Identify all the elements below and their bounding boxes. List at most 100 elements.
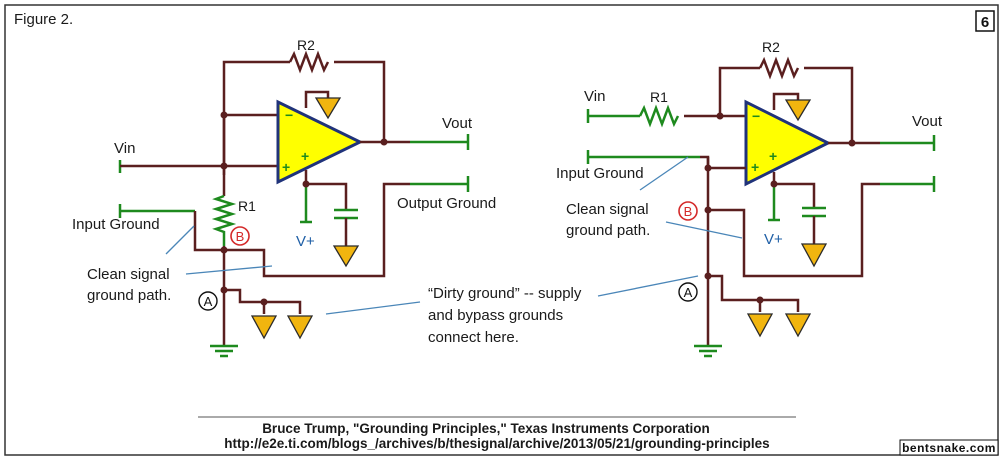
left-opamp-minus: −	[285, 107, 293, 123]
left-feedback-return	[334, 60, 386, 142]
right-bypass-cap	[802, 206, 826, 218]
watermark-box	[899, 439, 999, 456]
right-input-ground-label: Input Ground	[556, 165, 644, 182]
right-bypass-ground-icon	[800, 243, 828, 268]
left-node-dot	[220, 286, 228, 294]
right-vplus-label: V+	[764, 231, 783, 248]
right-circuit: R2 Vin R1 − + + Vout V+ Input Ground	[556, 39, 943, 358]
right-opamp-minus: −	[752, 108, 760, 124]
left-node-dot	[260, 298, 268, 306]
right-node-dot	[704, 206, 712, 214]
left-earth-ground-icon	[210, 344, 238, 358]
right-marker-a	[678, 282, 698, 302]
right-clean-pointer-1	[639, 156, 689, 191]
left-r2-resistor	[288, 50, 330, 74]
left-r1-resistor	[211, 194, 237, 246]
right-clean-pointer-2	[665, 221, 743, 239]
right-marker-a-label: A	[684, 285, 693, 300]
right-dirty-ground-wire	[708, 274, 800, 312]
left-opamp	[276, 99, 364, 185]
left-node-dot	[220, 246, 228, 254]
right-clean-label-line2: ground path.	[566, 222, 650, 239]
right-earth-ground-icon	[694, 344, 722, 358]
left-opamp-top-wire	[304, 90, 330, 108]
right-marker-b	[678, 201, 698, 221]
dirty-ground-note: “Dirty ground” -- supply and bypass grou…	[325, 275, 699, 346]
left-clean-label-line1: Clean signal	[87, 266, 170, 283]
citation-block: Bruce Trump, "Grounding Principles," Tex…	[198, 416, 796, 451]
left-r2-label: R2	[297, 37, 315, 53]
left-input-ground-label: Input Ground	[72, 216, 160, 233]
left-bypass-ground-icon	[332, 245, 360, 268]
left-marker-b	[230, 226, 250, 246]
left-marker-a	[198, 291, 218, 311]
right-node-dot	[704, 164, 712, 172]
left-output-ground-return	[224, 182, 410, 278]
left-marker-b-label: B	[236, 229, 245, 244]
watermark: bentsnake.com	[902, 441, 996, 455]
left-opamp-plus-supply: +	[301, 148, 309, 164]
left-clean-pointer-1	[165, 225, 195, 255]
right-clean-label-line1: Clean signal	[566, 201, 649, 218]
left-node-dot	[220, 111, 228, 119]
right-vin-label: Vin	[584, 88, 605, 105]
citation-line1: Bruce Trump, "Grounding Principles," Tex…	[262, 421, 710, 436]
right-opamp	[744, 99, 832, 187]
left-clean-pointer-2	[185, 265, 273, 275]
right-node-dot	[756, 296, 764, 304]
right-input-ground-terminal	[586, 150, 700, 164]
left-opamp-top-ground-icon	[314, 97, 342, 120]
right-opamp-top-wire	[772, 92, 800, 110]
left-clean-label-line2: ground path.	[87, 287, 171, 304]
right-r1-label: R1	[650, 89, 668, 105]
left-input-ground-terminal	[118, 204, 195, 218]
left-marker-a-label: A	[204, 294, 213, 309]
left-node-dot	[380, 138, 388, 146]
right-output-ground-return	[708, 182, 880, 278]
right-node-dot	[770, 180, 778, 188]
figure-label: Figure 2.	[14, 11, 73, 28]
right-feedback-return	[804, 66, 854, 143]
left-node-dot	[220, 162, 228, 170]
slide-number-box	[975, 10, 995, 32]
left-dirty-ground-wire	[224, 288, 302, 314]
right-node-dot	[716, 112, 724, 120]
left-vin-label: Vin	[114, 140, 135, 157]
right-r2-label: R2	[762, 39, 780, 55]
left-node-dot	[302, 180, 310, 188]
dirty-note-pointer-right	[597, 275, 699, 297]
right-r2-resistor	[758, 56, 800, 80]
left-bypass-cap	[334, 208, 358, 220]
left-input-ground-wire	[193, 211, 224, 252]
right-r1-resistor	[638, 104, 680, 128]
figure-border	[4, 4, 999, 456]
left-vout-label: Vout	[442, 115, 473, 132]
left-r1-label: R1	[238, 198, 256, 214]
right-supply-wire	[772, 172, 816, 208]
dirty-note-line1: “Dirty ground” -- supply	[428, 285, 582, 302]
right-opamp-plus-supply: +	[769, 148, 777, 164]
right-dirty-ground-icon-2	[784, 313, 812, 338]
right-marker-b-label: B	[684, 204, 693, 219]
right-feedback-wire	[718, 66, 760, 115]
left-opamp-plus-input: +	[282, 159, 290, 175]
left-dirty-ground-icon-2	[286, 315, 314, 340]
left-output-ground-label: Output Ground	[397, 195, 496, 212]
dirty-note-line3: connect here.	[428, 329, 519, 346]
left-dirty-ground-icon-1	[250, 315, 278, 340]
right-node-dot	[704, 272, 712, 280]
citation-line2: http://e2e.ti.com/blogs_/archives/b/thes…	[224, 436, 769, 451]
dirty-note-line2: and bypass grounds	[428, 307, 563, 324]
right-node-dot	[848, 139, 856, 147]
right-vout-label: Vout	[912, 113, 943, 130]
left-vplus-label: V+	[296, 233, 315, 250]
left-circuit: R2 Vin − + + Vout V+ R1 B	[72, 37, 496, 358]
right-opamp-plus-input: +	[751, 159, 759, 175]
right-opamp-top-ground-icon	[784, 99, 812, 122]
slide-number: 6	[981, 14, 989, 31]
dirty-note-pointer-left	[325, 301, 421, 315]
right-dirty-ground-icon-1	[746, 313, 774, 338]
left-supply-wire	[304, 170, 348, 210]
